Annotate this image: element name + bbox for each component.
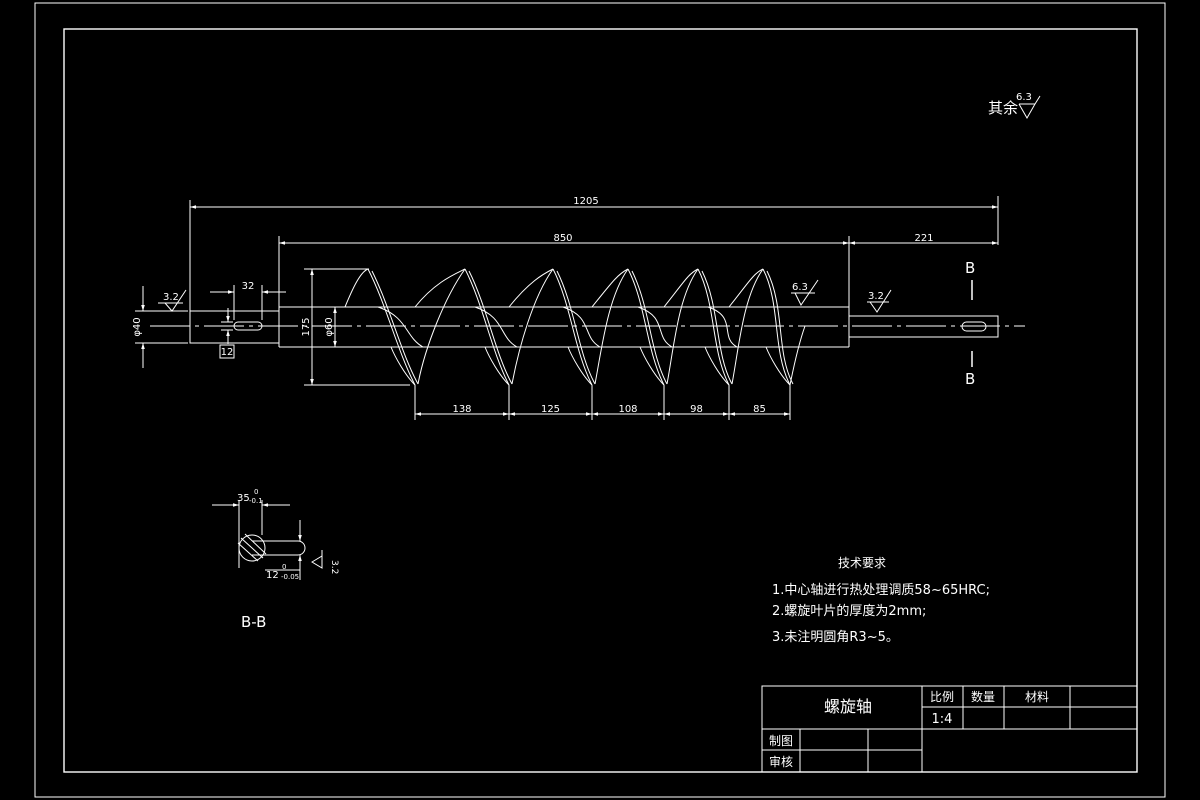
roughness-left-shaft: 3.2 xyxy=(158,289,187,312)
dim-core-diameter-text: φ60 xyxy=(324,317,335,336)
title-scale-label: 比例 xyxy=(930,690,954,704)
dim-flight-diameter: 175 xyxy=(301,268,410,386)
flight-back-edge xyxy=(704,346,730,386)
section-depth-tol: 0 xyxy=(254,488,258,496)
dim-keyway-length: 32 xyxy=(210,281,286,320)
section-mark-top: B xyxy=(965,259,975,277)
core-wrap xyxy=(474,306,518,348)
flight-front-edge-inner xyxy=(631,270,668,385)
flight-rear-edge xyxy=(663,268,699,308)
tech-requirements: 技术要求 1.中心轴进行热处理调质58~65HRC; 2.螺旋叶片的厚度为2mm… xyxy=(772,556,990,645)
flight-rising-edge xyxy=(594,268,629,385)
outer-frame xyxy=(34,2,1166,798)
section-mark-bottom: B xyxy=(965,370,975,388)
flight-front-edge xyxy=(627,268,665,386)
flight-lead-in xyxy=(344,268,369,308)
tech-req-item-1: 1.中心轴进行热处理调质58~65HRC; xyxy=(772,583,990,598)
tech-req-item-3: 3.未注明圆角R3~5。 xyxy=(772,630,899,645)
section-depth-dim: 35 xyxy=(237,493,250,504)
section-width-tol: 0 xyxy=(282,563,286,571)
flight-rising-edge xyxy=(511,268,554,385)
title-material-label: 材料 xyxy=(1025,690,1049,704)
flight-front-edge-inner xyxy=(766,270,794,385)
flight-back-edge xyxy=(639,346,665,386)
flight-rear-edge xyxy=(508,268,554,308)
flight-front-edge xyxy=(762,268,791,386)
title-drawn-label: 制图 xyxy=(769,734,793,748)
roughness-flight-value: 6.3 xyxy=(792,282,808,293)
section-depth-tol-lower: -0.1 xyxy=(249,497,263,505)
flight-front-edge-inner xyxy=(701,270,733,385)
flight-front-edge-inner xyxy=(468,270,513,385)
roughness-other-label: 其余 xyxy=(988,99,1018,117)
roughness-right-shaft-value: 3.2 xyxy=(868,291,884,302)
flight-rising-edge xyxy=(731,268,764,385)
dim-right-shaft-text: 221 xyxy=(914,233,933,244)
title-checked-label: 审核 xyxy=(769,754,793,769)
core-wrap xyxy=(637,306,673,348)
flight-front-edge xyxy=(697,268,730,386)
flight-front-edge xyxy=(464,268,510,386)
dim-keyway-width-text: 12 xyxy=(221,347,234,358)
dim-shaft-diameter: φ40 xyxy=(132,286,188,368)
flight-rear-edge xyxy=(728,268,764,308)
flight-front-edge-inner xyxy=(556,270,596,385)
flight-tail xyxy=(789,325,806,386)
roughness-other: 其余 6.3 xyxy=(988,92,1041,120)
roughness-right-shaft: 3.2 xyxy=(867,289,892,313)
flight-rear-edge xyxy=(591,268,629,308)
section-bb-view: 35 0 -0.1 12 0 -0.05 3.2 B-B xyxy=(212,488,339,631)
tech-req-title: 技术要求 xyxy=(838,556,886,570)
flight-front-edge xyxy=(552,268,593,386)
pitch-dim-text: 108 xyxy=(618,404,637,415)
core-tube xyxy=(279,306,850,348)
dim-keyway-width: 12 xyxy=(219,308,235,359)
core-wrap xyxy=(377,306,424,348)
flight-rising-edge xyxy=(666,268,699,385)
pitch-dimensions: 138 125 108 98 85 xyxy=(414,385,791,420)
title-block: 螺旋轴 比例 1:4 数量 材料 制图 审核 xyxy=(761,685,1138,773)
dim-spiral: 850 221 xyxy=(278,233,998,312)
core-wrap xyxy=(707,306,738,348)
section-width-dim: 12 xyxy=(266,570,279,581)
section-label: B-B xyxy=(241,613,266,631)
flight-front-edge xyxy=(367,268,416,386)
flight-back-edge xyxy=(390,346,416,386)
flight-rear-edge xyxy=(414,268,466,308)
core-wrap xyxy=(562,306,601,348)
dim-core-diameter: φ60 xyxy=(324,306,370,348)
dim-overall-text: 1205 xyxy=(573,196,598,207)
dim-flight-diameter-text: 175 xyxy=(301,317,312,336)
dim-spiral-text: 850 xyxy=(553,233,572,244)
section-roughness-value: 3.2 xyxy=(329,560,339,574)
pitch-dim-text: 98 xyxy=(690,404,703,415)
pitch-dim-text: 125 xyxy=(541,404,560,415)
flight-front-edge-inner xyxy=(371,270,419,385)
section-width-tol-lower: -0.05 xyxy=(281,573,299,581)
title-part-name: 螺旋轴 xyxy=(824,697,872,716)
pitch-dim-text: 138 xyxy=(452,404,471,415)
inner-frame xyxy=(63,28,1138,773)
roughness-left-shaft-value: 3.2 xyxy=(163,292,179,303)
title-qty-label: 数量 xyxy=(971,689,995,704)
title-scale-value: 1:4 xyxy=(932,712,953,727)
roughness-other-value: 6.3 xyxy=(1016,92,1032,103)
pitch-dim-text: 85 xyxy=(753,404,766,415)
helical-flights xyxy=(344,268,806,386)
flight-back-edge xyxy=(484,346,510,386)
flight-back-edge xyxy=(567,346,593,386)
dim-shaft-diameter-text: φ40 xyxy=(132,317,143,336)
roughness-flight: 6.3 xyxy=(791,279,819,306)
tech-req-item-2: 2.螺旋叶片的厚度为2mm; xyxy=(772,603,926,619)
flight-rising-edge xyxy=(417,268,466,385)
section-mark: B B xyxy=(965,259,975,388)
flight-back-edge xyxy=(765,346,791,386)
right-shaft xyxy=(848,315,999,338)
dim-keyway-length-text: 32 xyxy=(242,281,255,292)
